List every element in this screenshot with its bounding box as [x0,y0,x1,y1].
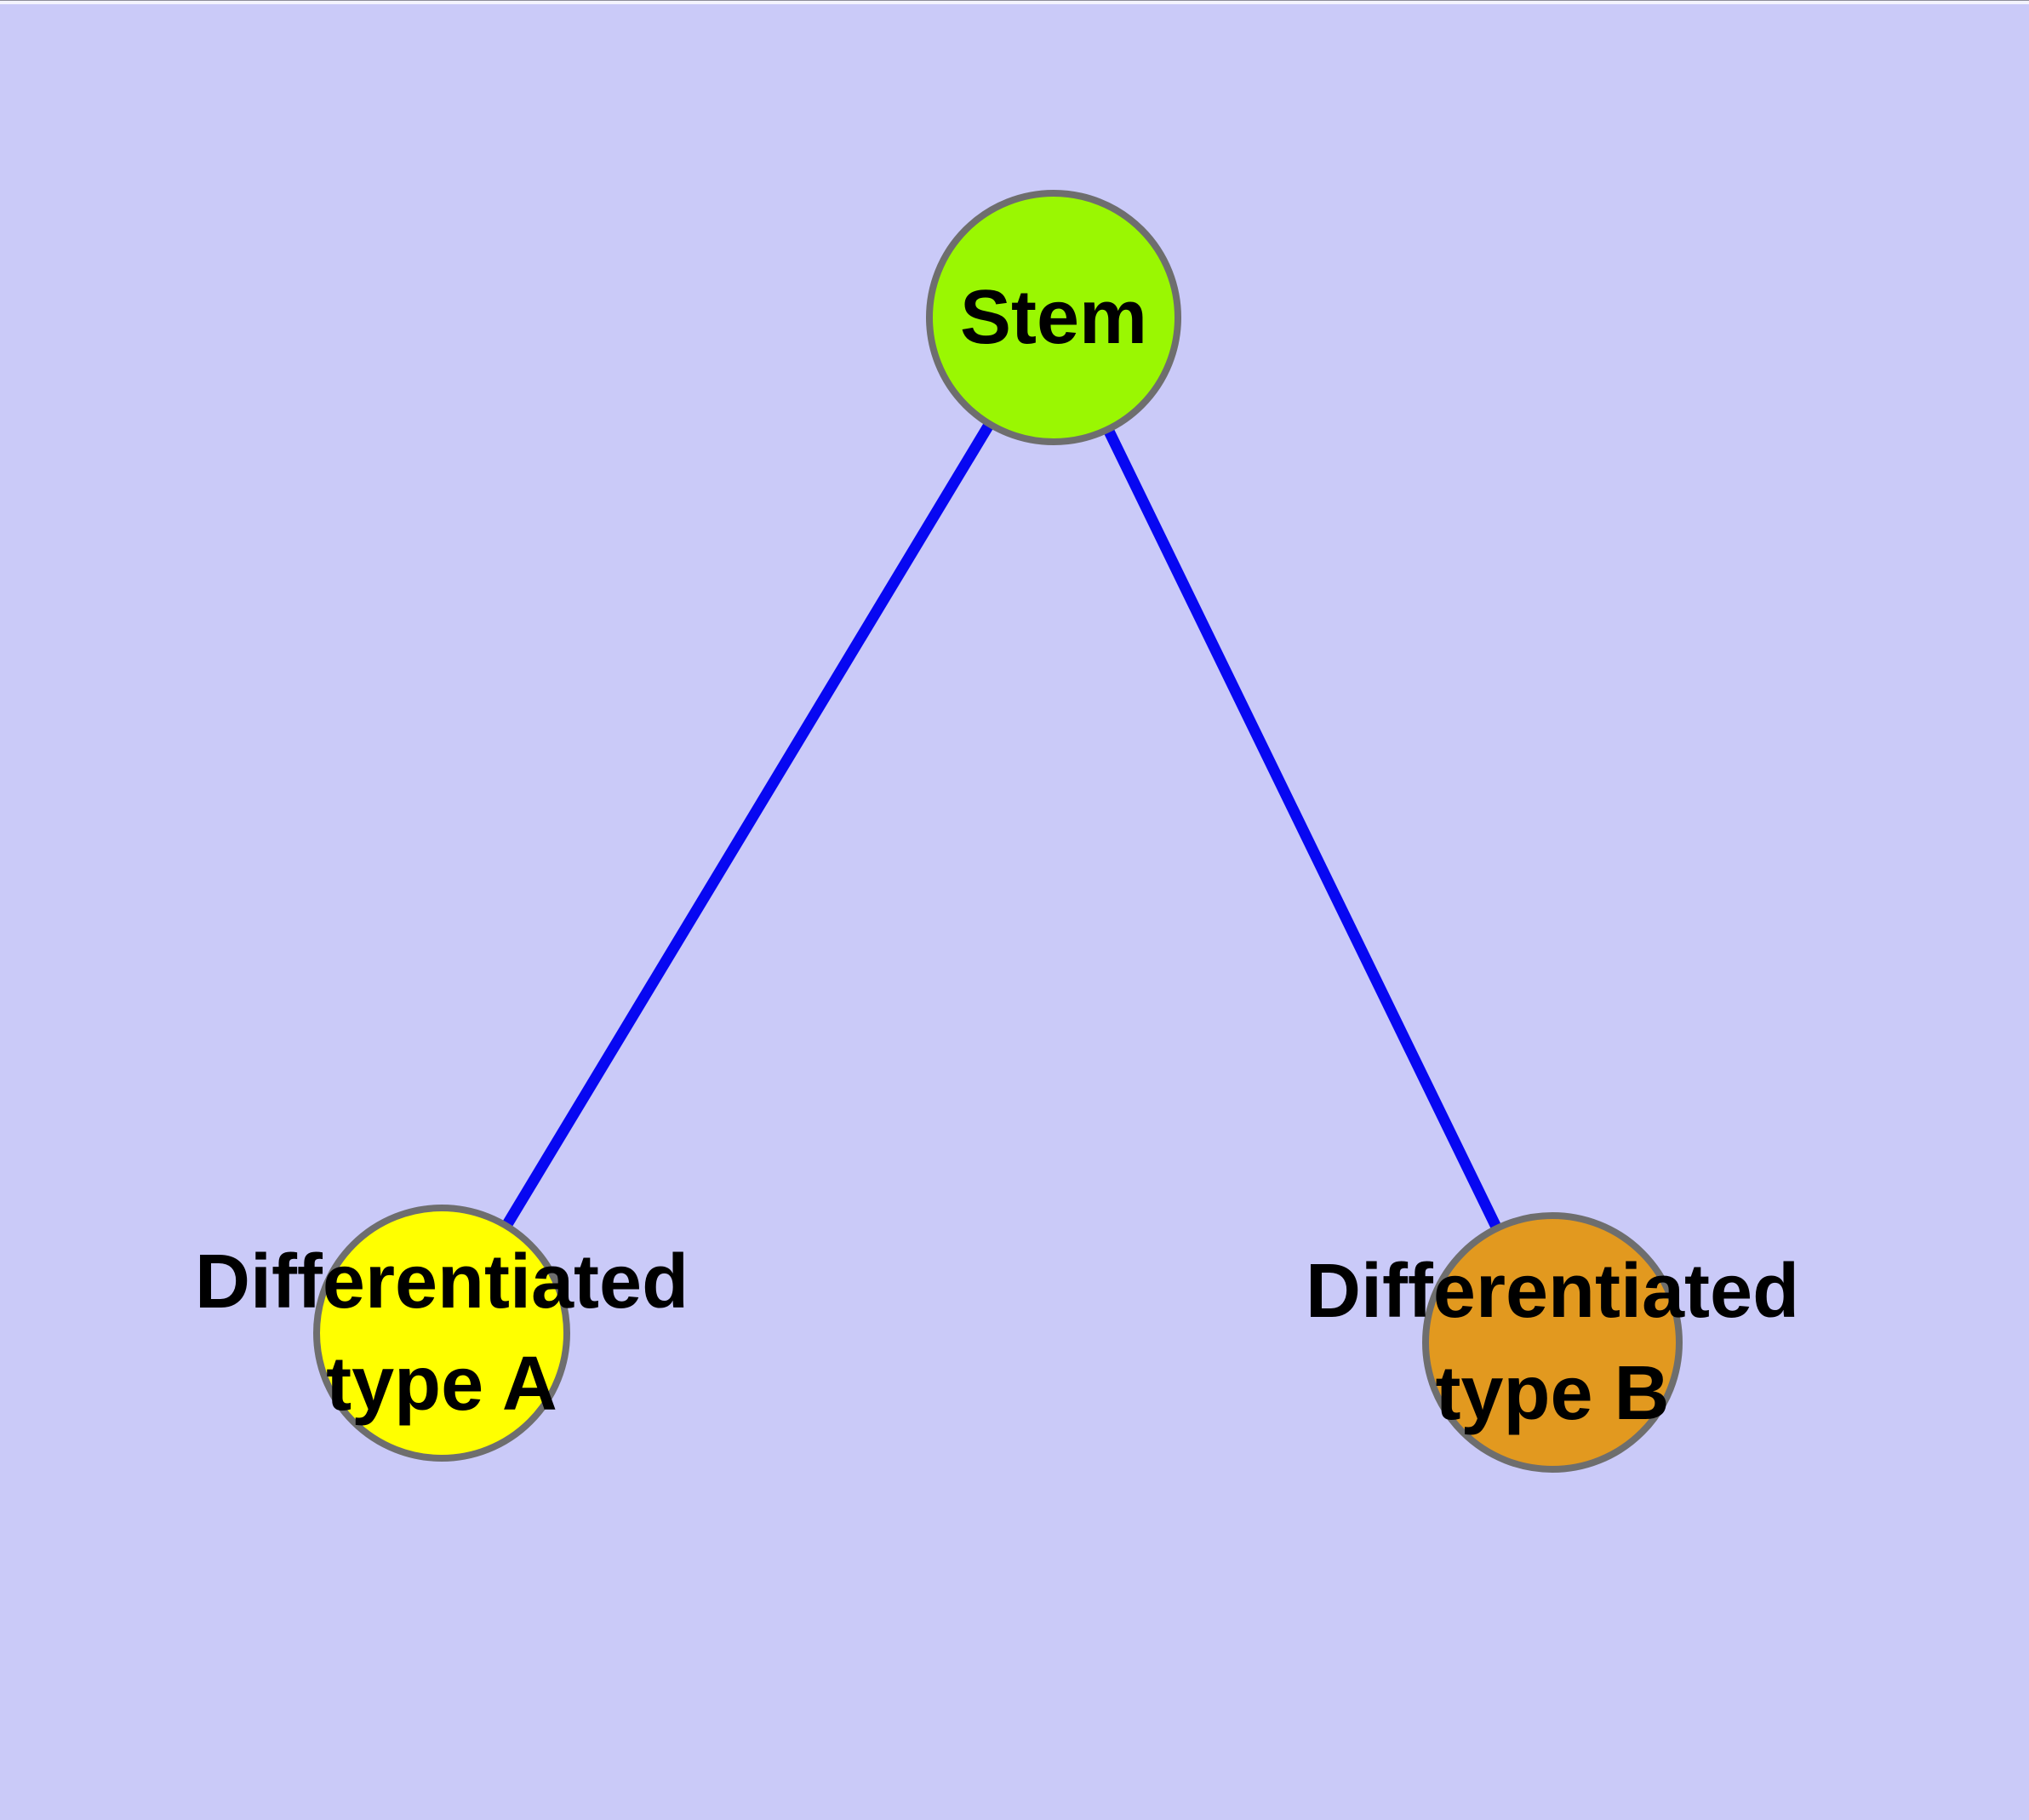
node-label-differentiated-type-b: Differentiated type B [1306,1240,1799,1445]
graph-edge-stem-to-differentiated-type-b [1049,315,1557,1345]
graph-edge-stem-to-differentiated-type-a [437,314,1059,1336]
node-label-line: type A [326,1342,557,1427]
node-label-line: type B [1435,1351,1670,1436]
node-circle-stem [926,190,1181,445]
node-circle-differentiated-type-b [1422,1212,1683,1473]
node-label-line: Differentiated [194,1239,689,1325]
node-label-line: Differentiated [1305,1249,1800,1334]
node-label-line: Stem [959,275,1148,360]
node-circle-differentiated-type-a [313,1205,570,1462]
window-edge-strip [0,0,2029,4]
node-label-differentiated-type-a: Differentiated type A [195,1231,689,1435]
node-label-stem: Stem [960,266,1147,369]
